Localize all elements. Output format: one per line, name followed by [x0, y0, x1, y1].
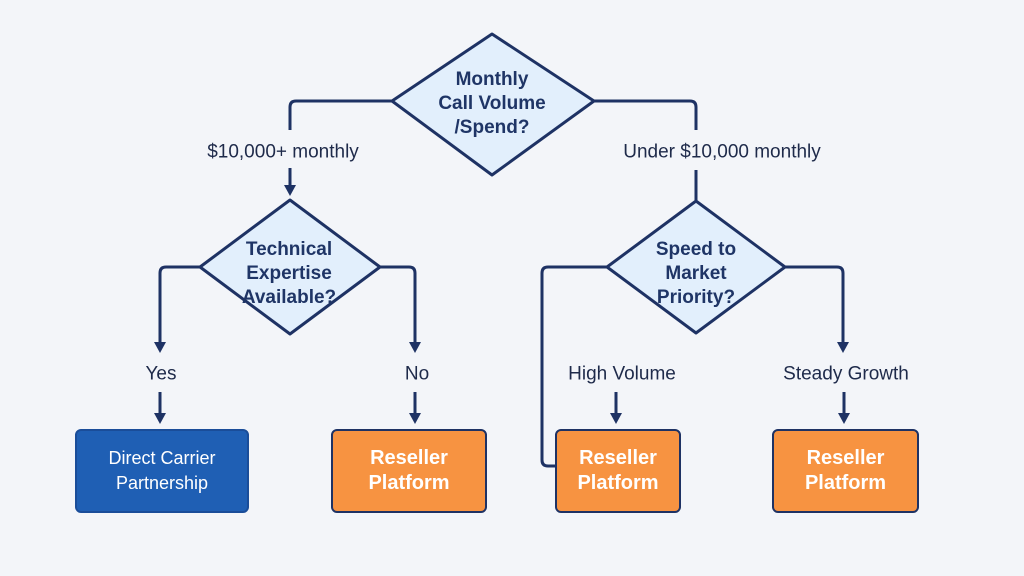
outcome-reseller-platform-3: Reseller Platform — [772, 429, 919, 513]
decision-tech-line-3: Available? — [241, 287, 337, 308]
outcome-reseller1-line-1: Reseller — [370, 447, 448, 469]
decision-root-line-3: /Spend? — [454, 117, 530, 138]
connector-root-left — [288, 99, 392, 130]
arrowhead-tech-right — [409, 342, 421, 353]
decision-root-text: Monthly Call Volume /Spend? — [438, 68, 545, 140]
outcome-direct-carrier-partnership: Direct Carrier Partnership — [75, 429, 249, 513]
decision-tech-text: Technical Expertise Available? — [242, 238, 336, 310]
decision-speed-text: Speed to Market Priority? — [656, 238, 736, 310]
connector-root-right — [594, 99, 698, 130]
outcome-reseller3-line-2: Platform — [804, 472, 887, 494]
arrowhead-speed-right — [837, 342, 849, 353]
outcome-reseller-platform-2: Reseller Platform — [555, 429, 681, 513]
decision-diamond-speed — [605, 199, 787, 335]
outcome-direct-line-2: Partnership — [115, 473, 209, 493]
arrowhead-highvolume-to-reseller — [610, 413, 622, 424]
edge-label-tech-no: No — [404, 363, 430, 385]
edge-label-root-left: $10,000+ monthly — [207, 141, 359, 163]
outcome-reseller-platform-1: Reseller Platform — [331, 429, 487, 513]
edge-label-tech-yes: Yes — [145, 363, 177, 385]
connector-tech-left — [158, 265, 200, 344]
connector-speed-left — [540, 265, 607, 468]
connector-speed-right — [785, 265, 845, 344]
decision-root-line-2: Call Volume — [438, 93, 546, 114]
decision-diamond-root — [390, 32, 596, 177]
edge-label-speed-steady-growth: Steady Growth — [783, 363, 909, 385]
decision-root-line-1: Monthly — [455, 69, 529, 90]
arrowhead-root-left — [284, 185, 296, 196]
outcome-reseller2-line-2: Platform — [577, 472, 659, 494]
arrowhead-steady-to-reseller — [838, 413, 850, 424]
outcome-direct-line-1: Direct Carrier — [108, 448, 216, 468]
connector-tech-right — [380, 265, 417, 344]
decision-tech-line-1: Technical — [245, 239, 333, 260]
outcome-reseller3-line-1: Reseller — [806, 447, 885, 469]
outcome-reseller1-line-2: Platform — [368, 472, 450, 494]
decision-diamond-tech — [198, 198, 382, 336]
decision-speed-line-1: Speed to — [655, 239, 737, 260]
decision-speed-line-2: Market — [665, 263, 727, 284]
edge-label-root-right: Under $10,000 monthly — [623, 141, 821, 163]
outcome-reseller2-line-1: Reseller — [579, 447, 657, 469]
arrowhead-no-to-reseller — [409, 413, 421, 424]
arrowhead-yes-to-direct — [154, 413, 166, 424]
decision-tech-line-2: Expertise — [246, 263, 332, 284]
edge-label-speed-high-volume: High Volume — [568, 363, 676, 385]
decision-speed-line-3: Priority? — [656, 287, 736, 308]
arrowhead-tech-left — [154, 342, 166, 353]
